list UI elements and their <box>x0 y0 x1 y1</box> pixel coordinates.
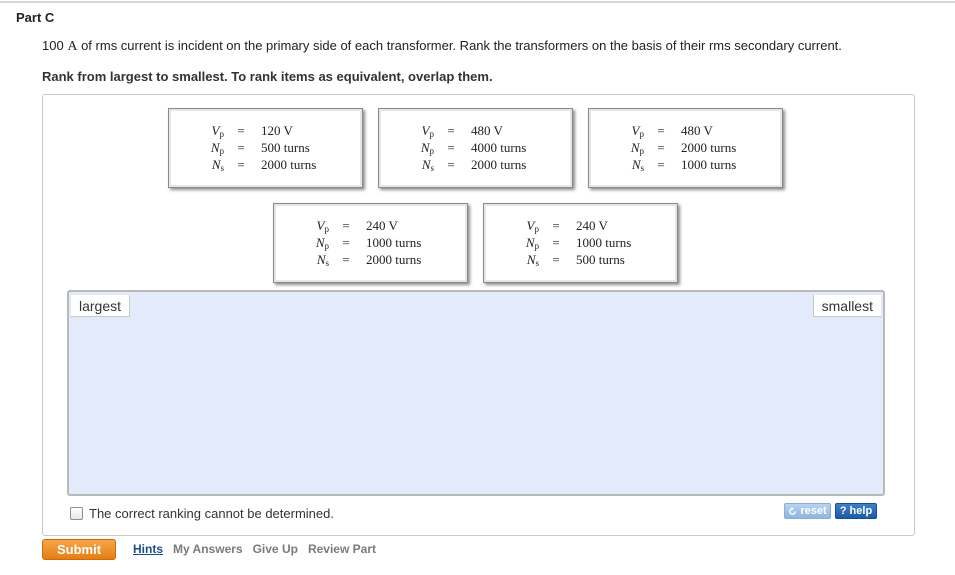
variable-symbol: Ns <box>421 157 434 173</box>
question-text: 100 A of rms current is incident on the … <box>42 38 842 55</box>
variable-symbol: Ns <box>211 157 224 173</box>
variable-value: 2000 turns <box>366 252 422 267</box>
variable-value: 500 turns <box>576 252 625 267</box>
variable-symbol: Vp <box>421 123 434 139</box>
reset-icon <box>789 506 797 515</box>
variable-value: 500 turns <box>261 140 310 155</box>
equals-sign: = <box>237 157 245 172</box>
variable-value: 2000 turns <box>471 157 527 172</box>
variable-value: 240 V <box>366 218 398 233</box>
variable-symbol: Np <box>525 235 539 251</box>
top-divider <box>0 1 955 3</box>
help-label: help <box>849 505 873 517</box>
question-body: of rms current is incident on the primar… <box>81 38 842 53</box>
part-title: Part C <box>16 10 55 25</box>
variable-symbol: Vp <box>316 218 329 234</box>
variable-value: 1000 turns <box>366 235 422 250</box>
equals-sign: = <box>552 235 560 250</box>
ranking-drop-zone[interactable]: largest smallest <box>67 290 885 496</box>
largest-label: largest <box>71 295 131 317</box>
cannot-determine-checkbox[interactable] <box>70 506 83 520</box>
equals-sign: = <box>342 252 350 267</box>
variable-value: 480 V <box>681 123 713 138</box>
variable-value: 4000 turns <box>471 140 527 155</box>
answer-actions: Hints My Answers Give Up Review Part <box>133 542 376 556</box>
cannot-determine-option[interactable]: The correct ranking cannot be determined… <box>70 505 334 521</box>
equals-sign: = <box>657 140 665 155</box>
equals-sign: = <box>552 218 560 233</box>
current-value: 100 <box>42 38 64 53</box>
equals-sign: = <box>237 140 245 155</box>
equals-sign: = <box>342 218 350 233</box>
variable-symbol: Np <box>420 140 434 156</box>
help-icon: ? <box>839 505 847 517</box>
submit-button[interactable]: Submit <box>42 539 116 560</box>
equals-sign: = <box>552 252 560 267</box>
variable-value: 240 V <box>576 218 608 233</box>
variable-value: 1000 turns <box>576 235 632 250</box>
reset-button[interactable]: reset <box>784 503 831 519</box>
ranking-instruction: Rank from largest to smallest. To rank i… <box>42 69 493 84</box>
variable-symbol: Ns <box>316 252 329 268</box>
variable-value: 2000 turns <box>681 140 737 155</box>
equals-sign: = <box>657 157 665 172</box>
reset-label: reset <box>800 505 827 517</box>
variable-symbol: Vp <box>211 123 224 139</box>
current-unit: A <box>67 39 78 54</box>
my-answers-link[interactable]: My Answers <box>173 542 243 556</box>
equals-sign: = <box>447 140 455 155</box>
review-part-link[interactable]: Review Part <box>307 542 376 556</box>
variable-symbol: Ns <box>631 157 644 173</box>
give-up-link[interactable]: Give Up <box>252 542 298 556</box>
variable-symbol: Vp <box>526 218 539 234</box>
hints-link[interactable]: Hints <box>133 542 163 556</box>
equals-sign: = <box>447 123 455 138</box>
help-button[interactable]: ? help <box>835 503 877 519</box>
equals-sign: = <box>447 157 455 172</box>
variable-symbol: Np <box>630 140 644 156</box>
variable-symbol: Np <box>210 140 224 156</box>
variable-symbol: Ns <box>526 252 539 268</box>
smallest-label: smallest <box>812 295 881 317</box>
variable-value: 120 V <box>261 123 293 138</box>
equals-sign: = <box>342 235 350 250</box>
cannot-determine-label: The correct ranking cannot be determined… <box>89 505 334 521</box>
equals-sign: = <box>237 123 245 138</box>
variable-value: 2000 turns <box>261 157 317 172</box>
equals-sign: = <box>657 123 665 138</box>
variable-symbol: Np <box>315 235 329 251</box>
variable-symbol: Vp <box>631 123 644 139</box>
variable-value: 480 V <box>471 123 503 138</box>
variable-value: 1000 turns <box>681 157 737 172</box>
